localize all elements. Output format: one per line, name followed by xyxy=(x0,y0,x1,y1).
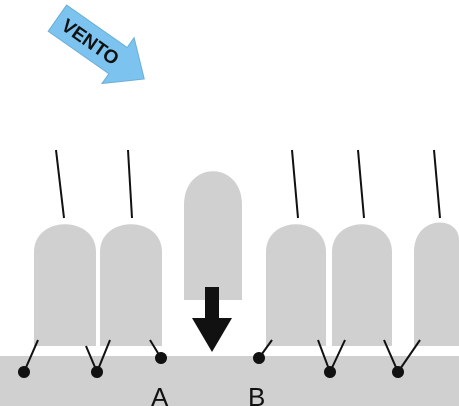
hull xyxy=(266,224,326,346)
label-a: A xyxy=(151,382,169,406)
hull xyxy=(100,224,162,346)
bollard xyxy=(18,366,30,378)
mast xyxy=(357,149,365,219)
bollard-a xyxy=(155,352,167,364)
mast xyxy=(433,149,441,219)
boat-4 xyxy=(332,149,392,346)
mast xyxy=(55,149,65,219)
hull xyxy=(34,224,96,346)
hull xyxy=(332,224,392,346)
mast xyxy=(127,149,133,219)
boat-5 xyxy=(414,149,459,346)
label-b: B xyxy=(248,382,265,406)
bollards xyxy=(18,352,404,378)
boat-1 xyxy=(34,149,96,346)
bollard xyxy=(324,366,336,378)
pier xyxy=(0,356,459,406)
wind-arrow: VENTO xyxy=(47,4,145,85)
incoming-boat xyxy=(184,171,242,300)
mast xyxy=(291,149,299,219)
wind-arrow-shape xyxy=(47,4,145,85)
boat-2 xyxy=(100,149,162,346)
bollard xyxy=(91,366,103,378)
hull xyxy=(414,222,459,346)
bollard-b xyxy=(253,352,265,364)
boat-3 xyxy=(266,149,326,346)
bollard xyxy=(392,366,404,378)
down-arrow-icon xyxy=(192,287,232,352)
